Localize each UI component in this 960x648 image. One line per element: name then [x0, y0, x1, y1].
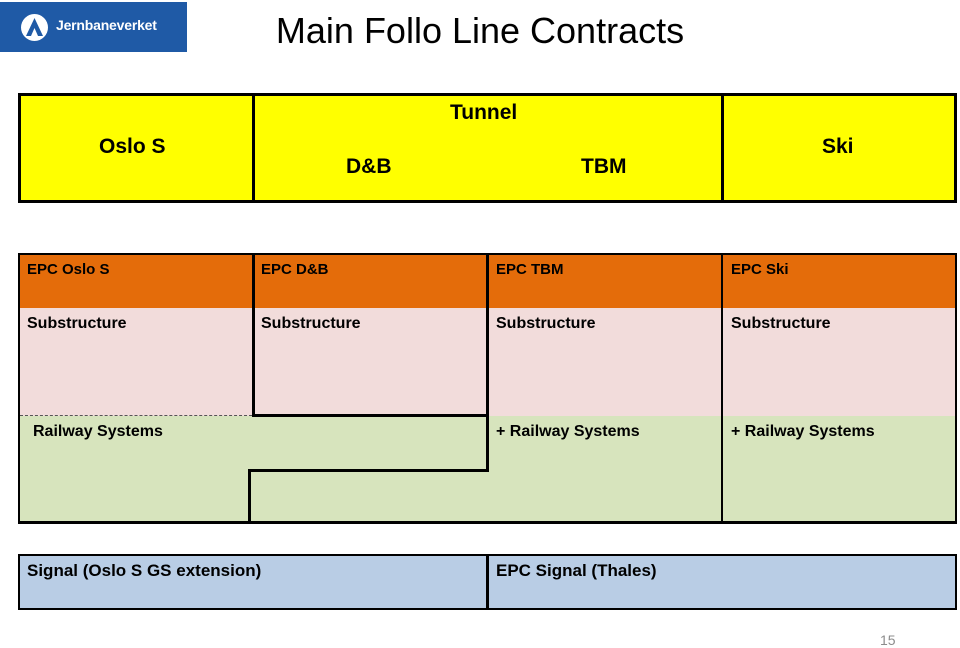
tbm-substructure: Substructure	[496, 315, 596, 332]
db-substructure: Substructure	[261, 315, 361, 332]
railway-step-vertical	[248, 469, 251, 524]
tbm-railway-systems: + Railway Systems	[496, 423, 640, 440]
page-number: 15	[880, 632, 896, 648]
logo-icon	[21, 14, 48, 41]
contracts-border-bottom	[18, 521, 957, 524]
railway-step-horizontal	[248, 469, 489, 472]
contracts-border-right	[955, 253, 957, 524]
signal-divider	[486, 554, 489, 610]
signal-thales: EPC Signal (Thales)	[496, 561, 657, 580]
epc-ski-header: EPC Ski	[731, 261, 789, 278]
logo-text: Jernbaneverket	[56, 17, 157, 33]
page-title: Main Follo Line Contracts	[275, 10, 685, 51]
oslo-railway-systems: Railway Systems	[33, 423, 163, 440]
route-divider-1	[252, 93, 255, 203]
route-tbm: TBM	[581, 155, 627, 178]
contracts-divider-3	[721, 253, 723, 524]
route-ski: Ski	[822, 135, 854, 158]
ski-substructure: Substructure	[731, 315, 831, 332]
epc-tbm-header: EPC TBM	[496, 261, 564, 278]
route-oslo-s: Oslo S	[99, 135, 166, 158]
route-db: D&B	[346, 155, 392, 178]
route-tunnel: Tunnel	[450, 101, 518, 124]
contracts-divider-1	[252, 253, 255, 417]
route-divider-2	[721, 93, 724, 203]
epc-oslo-s-header: EPC Oslo S	[27, 261, 110, 278]
contracts-border-left	[18, 253, 20, 524]
db-substructure-bottom	[252, 414, 489, 417]
jernbaneverket-logo: Jernbaneverket	[0, 2, 187, 52]
contracts-divider-2	[486, 253, 489, 472]
epc-db-header: EPC D&B	[261, 261, 329, 278]
oslo-substructure: Substructure	[27, 315, 127, 332]
oslo-dashed-divider	[20, 415, 252, 416]
ski-railway-systems: + Railway Systems	[731, 423, 875, 440]
route-bar	[18, 93, 957, 203]
signal-oslo-s: Signal (Oslo S GS extension)	[27, 561, 262, 580]
